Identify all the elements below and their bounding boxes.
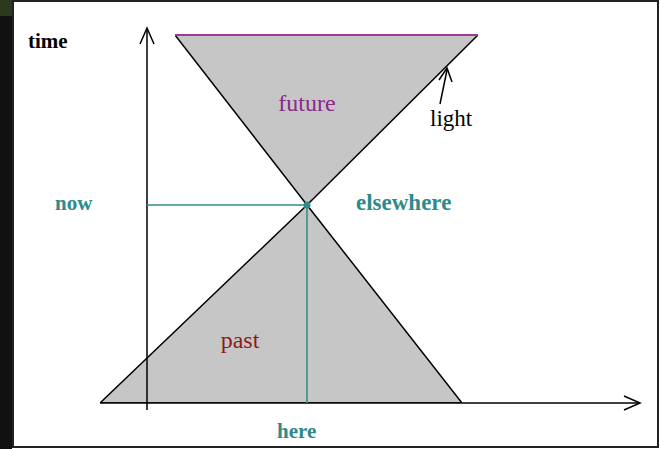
- past-cone: past: [100, 205, 462, 403]
- time-arrowhead: [140, 28, 154, 44]
- now-line: [147, 204, 307, 206]
- cone-fill: [175, 35, 478, 205]
- light-arrowhead: [439, 68, 452, 82]
- region-label: past: [221, 327, 260, 353]
- elsewhere-label: elsewhere: [356, 190, 451, 215]
- future-top-edge: [175, 34, 478, 36]
- event-dot: [304, 202, 311, 209]
- space-axis: [100, 402, 638, 404]
- here-label: here: [277, 420, 316, 443]
- now-label: now: [55, 192, 92, 215]
- space-arrowhead: [624, 396, 640, 410]
- axis-label: time: [28, 30, 68, 53]
- here-line: [306, 205, 308, 403]
- cone-fill: [100, 205, 462, 403]
- panel-frame: [13, 1, 658, 447]
- time-axis: [146, 30, 148, 410]
- light-leader: [440, 70, 447, 104]
- light-label: light: [430, 106, 472, 131]
- cone-shape: [100, 205, 462, 403]
- region-label: future: [278, 90, 335, 116]
- dark-strip: [0, 0, 12, 449]
